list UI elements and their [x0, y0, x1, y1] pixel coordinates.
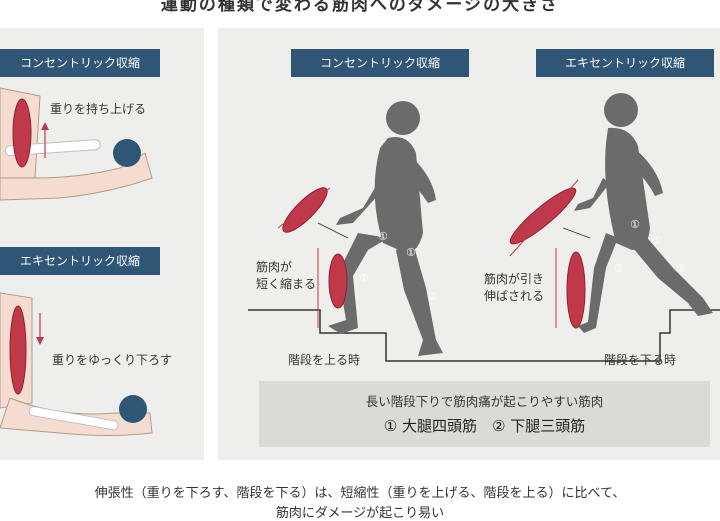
marker-1-descend: ①: [630, 218, 640, 231]
descending-figure: [574, 93, 713, 333]
note-line-2: ① 大腿四頭筋 ② 下腿三頭筋: [383, 417, 586, 435]
arm-illustrations: [0, 87, 153, 436]
stretch-line-2: 伸ばされる: [484, 289, 545, 303]
shorten-line-2: 短く縮まる: [256, 277, 317, 291]
eccentric-tag-left: エキセントリック収縮: [0, 247, 160, 275]
lower-caption: 重りをゆっくり下ろす: [52, 353, 173, 367]
forearm-top: [0, 152, 153, 201]
concentric-tag-right: コンセントリック収縮: [291, 49, 469, 77]
dumbbell-bottom: [119, 395, 147, 423]
stretch-label: 筋肉が引き 伸ばされる: [484, 271, 544, 305]
leader-short: [317, 222, 349, 239]
marker-2b-climb: ②: [428, 290, 438, 303]
calf-muscle-long: [566, 251, 586, 329]
descend-label: 階段を下る時: [604, 353, 677, 367]
concentric-tag-left: コンセントリック収縮: [0, 49, 160, 77]
marker-2-descend: ②: [614, 262, 624, 275]
stairs-illustrations: ① ① ② ② ① ① ② ②: [248, 93, 720, 362]
stretch-line-1: 筋肉が引き: [484, 272, 545, 286]
shorten-arrow: [277, 187, 331, 229]
shorten-label: 筋肉が 短く縮まる: [256, 259, 316, 293]
thigh-muscle-short: [282, 187, 328, 233]
lift-caption: 重りを持ち上げる: [50, 102, 147, 116]
note-line-1: 長い階段下りで筋肉痛が起こりやすい筋肉: [365, 394, 604, 409]
eccentric-tag-right: エキセントリック収縮: [536, 49, 714, 77]
shorten-line-1: 筋肉が: [256, 260, 293, 274]
climbing-figure: [328, 101, 443, 356]
marker-2b-descend: ②: [676, 262, 686, 275]
marker-1b-climb: ①: [406, 246, 416, 259]
marker-2-climb: ②: [359, 272, 369, 285]
stretch-arrow: [509, 179, 579, 257]
bone-bottom: [28, 406, 119, 431]
page-title: 運動の種類で変わる筋肉へのダメージの大きさ: [160, 0, 560, 15]
marker-1-climb: ①: [378, 230, 388, 243]
leader-long: [562, 227, 591, 239]
calf-muscle-short: [328, 253, 348, 309]
footer-line-2: 筋肉にダメージが起こり易い: [275, 506, 445, 521]
biceps-top-muscle: [12, 98, 32, 168]
dumbbell-top: [113, 139, 141, 167]
footer-line-1: 伸張性（重りを下ろす、階段を下る）は、短縮性（重りを上げる、階段を上る）に比べて…: [94, 486, 626, 501]
biceps-bottom-muscle: [9, 305, 27, 395]
arm-panel: コンセントリック収縮 重りを持ち上げる エキセントリック収縮 重りをゆっくり下ろ…: [0, 28, 204, 460]
climb-label: 階段を上る時: [288, 353, 361, 367]
marker-1b-descend: ①: [652, 234, 662, 247]
stairs-outline: [248, 309, 720, 362]
thigh-muscle-long: [509, 187, 577, 245]
note-box: 長い階段下りで筋肉痛が起こりやすい筋肉 ① 大腿四頭筋 ② 下腿三頭筋: [259, 381, 710, 447]
